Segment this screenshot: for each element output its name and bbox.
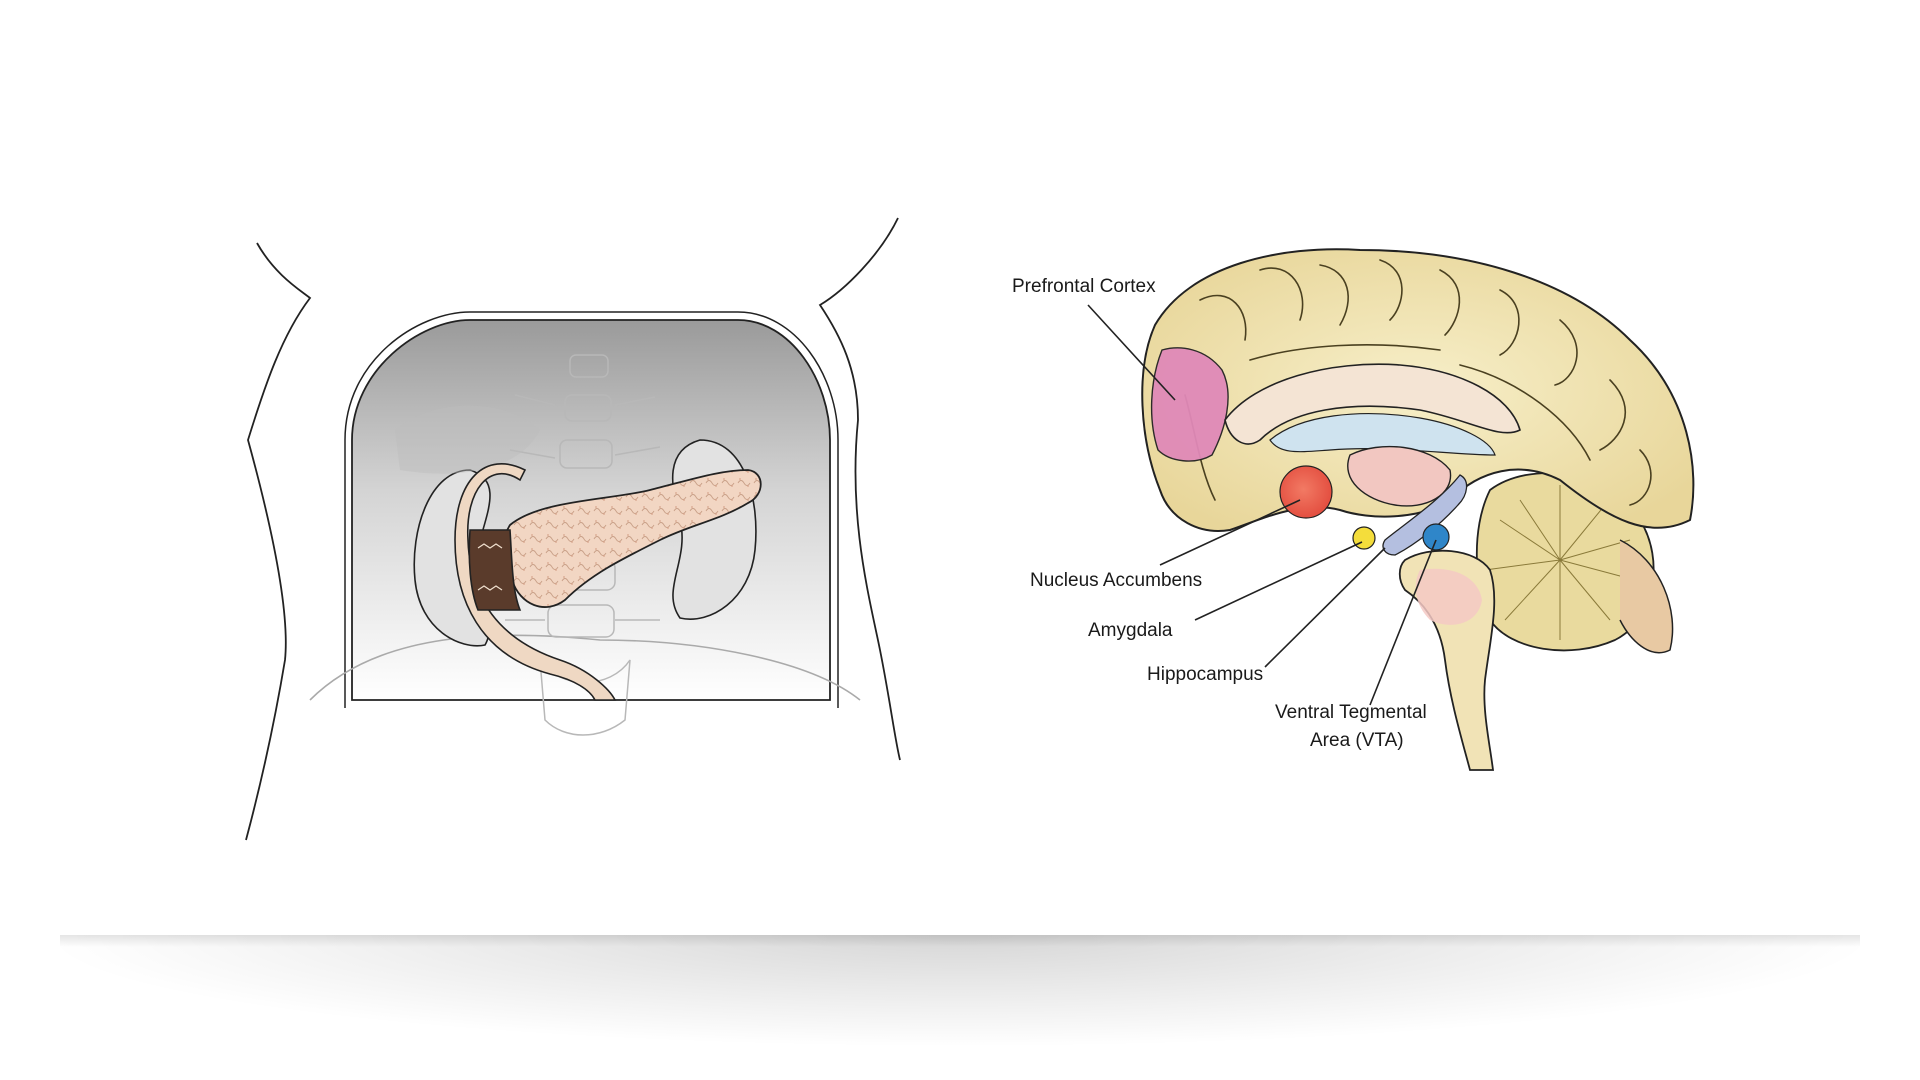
hippocampus-region [1382,474,1468,556]
pelvis-arc [309,634,861,701]
card-shadow [60,935,1860,1045]
vta-region [1422,523,1450,551]
liver-shadow [395,405,540,474]
nucleus-accumbens-region [1279,465,1333,519]
leader-prefrontal [1087,304,1176,401]
pancreatic-head-detail [477,543,503,591]
cerebellum-folia [1484,485,1636,640]
leader-hippocampus [1264,547,1386,668]
duodenum [454,463,617,701]
leader-nucleus-accumbens [1159,499,1301,566]
torso-outline-right [818,217,901,761]
label-vta-line2: Area (VTA) [1310,730,1404,751]
label-vta-line1: Ventral Tegmental [1275,702,1427,723]
pancreatic-head-section [468,529,522,611]
label-prefrontal-cortex: Prefrontal Cortex [1012,276,1156,297]
cerebellum-edge [1619,539,1674,654]
torso-illustration [245,217,901,841]
torso-outline-left [245,242,312,841]
pons [1415,568,1482,625]
label-nucleus-accumbens: Nucleus Accumbens [1030,570,1202,591]
leader-vta [1369,539,1437,706]
pancreas [503,469,762,608]
cavity-inner-line [344,311,839,708]
label-hippocampus: Hippocampus [1147,664,1263,685]
card-shadow-edge [60,935,1860,947]
amygdala-region [1352,526,1376,550]
lateral-ventricle [1269,413,1496,456]
brain-illustration [1141,248,1695,771]
label-amygdala: Amygdala [1088,620,1173,641]
prefrontal-cortex-region [1150,347,1229,462]
corpus-callosum [1224,363,1521,445]
leader-amygdala [1194,541,1363,621]
leader-lines [1087,304,1437,706]
